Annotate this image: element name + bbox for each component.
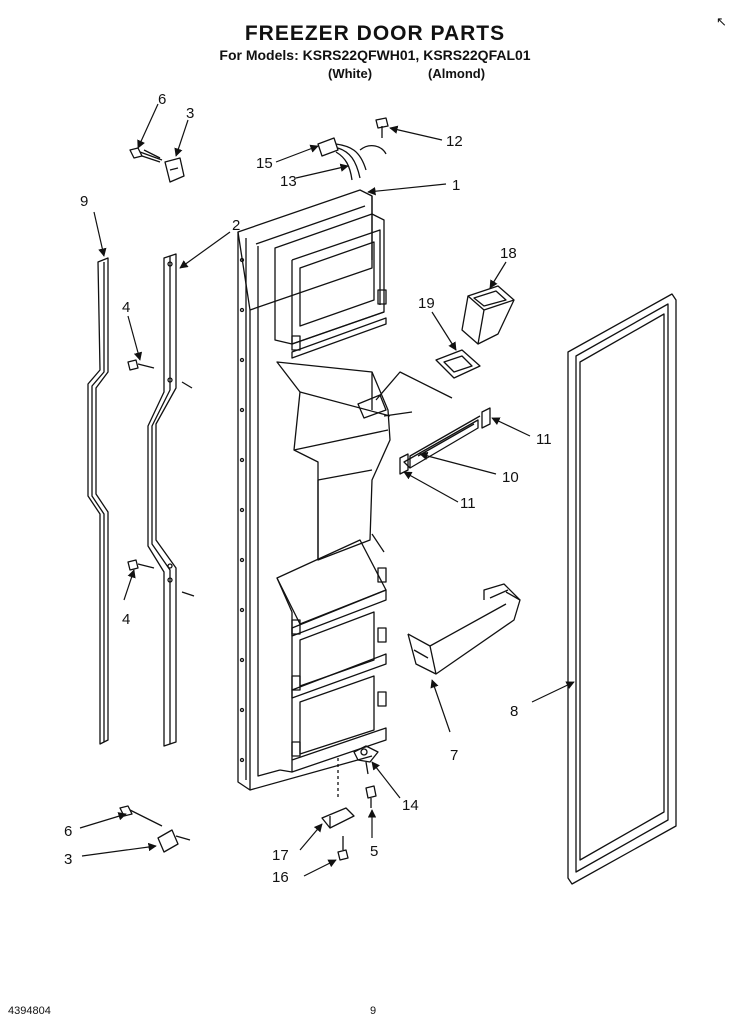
callout-11-lower: 11 — [460, 495, 476, 512]
callout-numbers: 1 2 3 3 4 4 5 6 6 7 8 9 10 11 11 12 13 1… — [64, 91, 552, 886]
callout-3-bottom: 3 — [64, 851, 72, 868]
callout-8: 8 — [510, 703, 518, 720]
callout-14: 14 — [402, 797, 419, 814]
door-bin — [407, 583, 521, 675]
ice-chute — [461, 285, 515, 345]
callout-15: 15 — [256, 155, 273, 172]
top-hinge-bracket — [164, 157, 185, 183]
callout-19: 19 — [418, 295, 435, 312]
handle-trim-right — [147, 253, 177, 747]
door-stop-cam — [353, 745, 379, 775]
callout-10: 10 — [502, 469, 519, 486]
callout-4-upper: 4 — [122, 299, 130, 316]
door-liner — [274, 213, 391, 773]
callout-18: 18 — [500, 245, 517, 262]
trim-clip-right — [481, 407, 491, 429]
corner-arrow-mark: ↖ — [716, 14, 727, 29]
callout-9: 9 — [80, 193, 88, 210]
callout-6-top: 6 — [158, 91, 166, 108]
callout-1: 1 — [452, 177, 460, 194]
bottom-hinge-screw — [119, 805, 163, 827]
top-screw — [375, 117, 389, 138]
closure-bracket — [321, 807, 355, 829]
wire-harness — [317, 137, 387, 181]
callout-3-top: 3 — [186, 105, 194, 122]
document-number: 4394804 — [8, 1005, 51, 1017]
handle-screw-lower — [127, 559, 155, 571]
diagram-title: FREEZER DOOR PARTS — [244, 22, 506, 45]
callout-16: 16 — [272, 869, 289, 886]
callout-11-upper: 11 — [536, 431, 552, 448]
trim-clip-left — [399, 453, 409, 475]
cam-screw — [365, 785, 377, 808]
color-label-almond: (Almond) — [428, 66, 486, 81]
color-label-white: (White) — [328, 66, 373, 81]
door-outer-panel — [237, 189, 373, 791]
top-hinge-screw — [129, 147, 163, 163]
page-number: 9 — [370, 1005, 377, 1017]
callout-4-lower: 4 — [122, 611, 130, 628]
bottom-hinge-bracket — [157, 829, 191, 853]
chute-seal — [435, 349, 481, 379]
handle-trim-left — [87, 257, 109, 745]
callout-7: 7 — [450, 747, 458, 764]
callout-12: 12 — [446, 133, 463, 150]
door-gasket — [567, 293, 677, 885]
callout-5: 5 — [370, 843, 378, 860]
bracket-screw — [337, 836, 349, 861]
model-numbers: For Models: KSRS22QFWH01, KSRS22QFAL01 — [219, 47, 531, 63]
callout-2: 2 — [232, 217, 240, 234]
callout-6-bottom: 6 — [64, 823, 72, 840]
callout-13: 13 — [280, 173, 297, 190]
callout-17: 17 — [272, 847, 289, 864]
leader-arrows — [79, 103, 575, 877]
handle-screw-upper — [127, 359, 155, 371]
